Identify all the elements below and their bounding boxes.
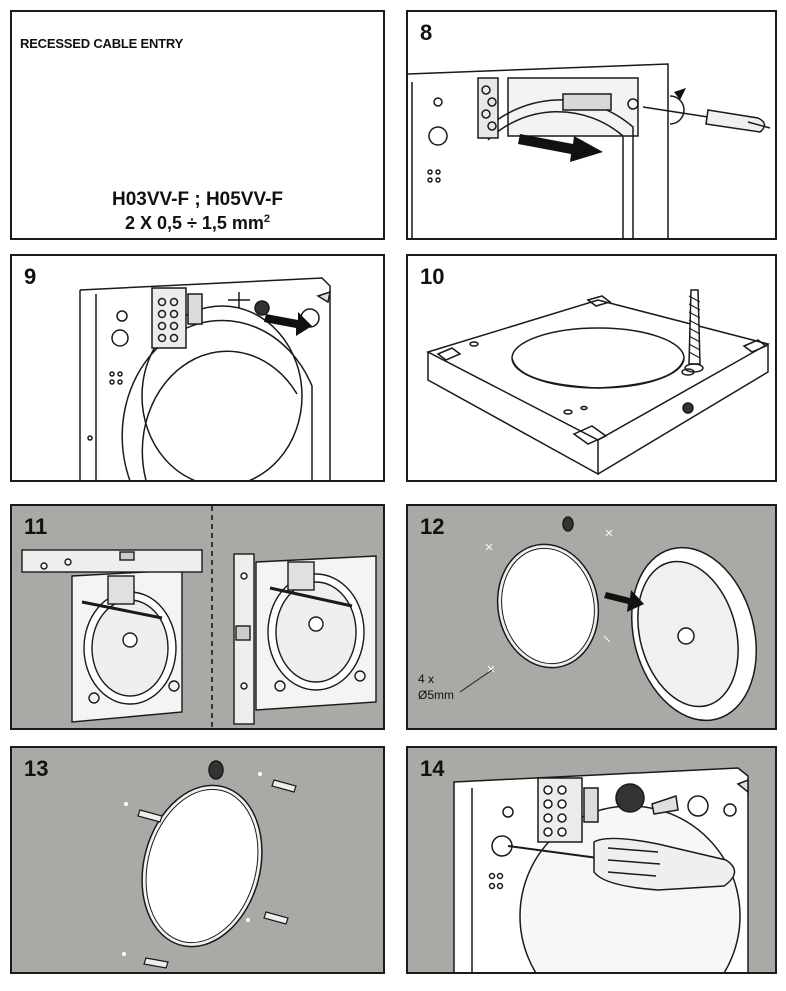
step-10-illustration — [426, 289, 770, 476]
step-number: 9 — [24, 264, 37, 289]
panel-step-8: 8 — [406, 10, 777, 240]
panel-step-14: 14 — [406, 746, 777, 974]
cable-section-value: 2 X 0,5 ÷ 1,5 mm — [124, 213, 264, 233]
panel-step-11: 11 — [10, 504, 385, 730]
panel-cable-entry: RECESSED CABLE ENTRY H03VV-F ; H05VV-F 2… — [10, 10, 385, 240]
step-number: 8 — [420, 20, 433, 45]
step-number: 10 — [420, 264, 445, 289]
step-number: 14 — [420, 756, 445, 781]
step-12-illustration — [459, 516, 758, 722]
cable-types: H03VV-F ; H05VV-F — [111, 189, 284, 210]
panel-step-12: 12 4 x Ø5mm — [406, 504, 777, 730]
step-8-illustration — [408, 63, 771, 238]
panel-step-9: 9 — [10, 254, 385, 482]
step-11-illustration — [21, 506, 377, 728]
hole-count-label: 4 x — [418, 672, 435, 686]
cable-section: 2 X 0,5 ÷ 1,5 mm2 — [12, 210, 383, 232]
step-number: 13 — [24, 756, 49, 781]
step-number: 12 — [420, 514, 445, 539]
step-9-illustration — [79, 277, 331, 480]
step-13-illustration — [122, 760, 297, 969]
cable-entry-title: RECESSED CABLE ENTRY — [20, 36, 184, 51]
step-14-illustration — [453, 767, 749, 972]
drill-size-label: Ø5mm — [418, 688, 454, 702]
step-number: 11 — [24, 514, 48, 539]
panel-step-10: 10 — [406, 254, 777, 482]
panel-step-13: 13 — [10, 746, 385, 974]
cable-section-unit-exponent: 2 — [263, 213, 271, 225]
